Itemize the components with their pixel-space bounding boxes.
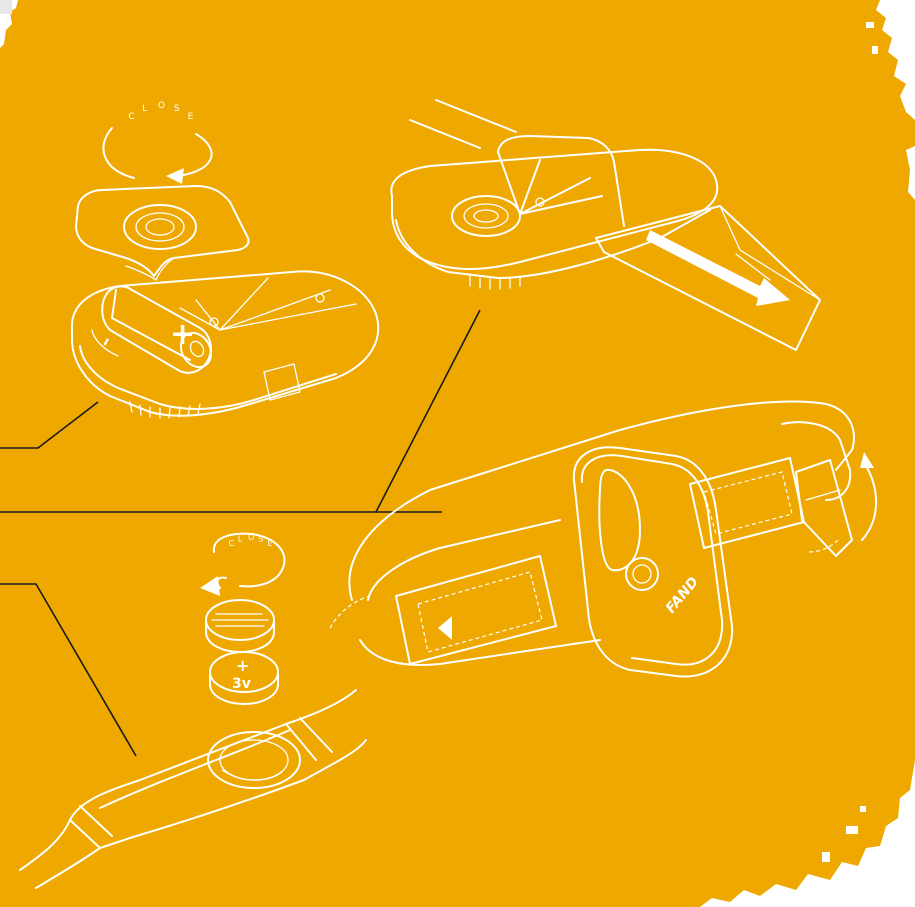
battery-plus-label: + bbox=[170, 317, 195, 352]
coin-plus-label: + bbox=[236, 656, 249, 675]
coin-voltage-label: 3v bbox=[232, 676, 251, 692]
